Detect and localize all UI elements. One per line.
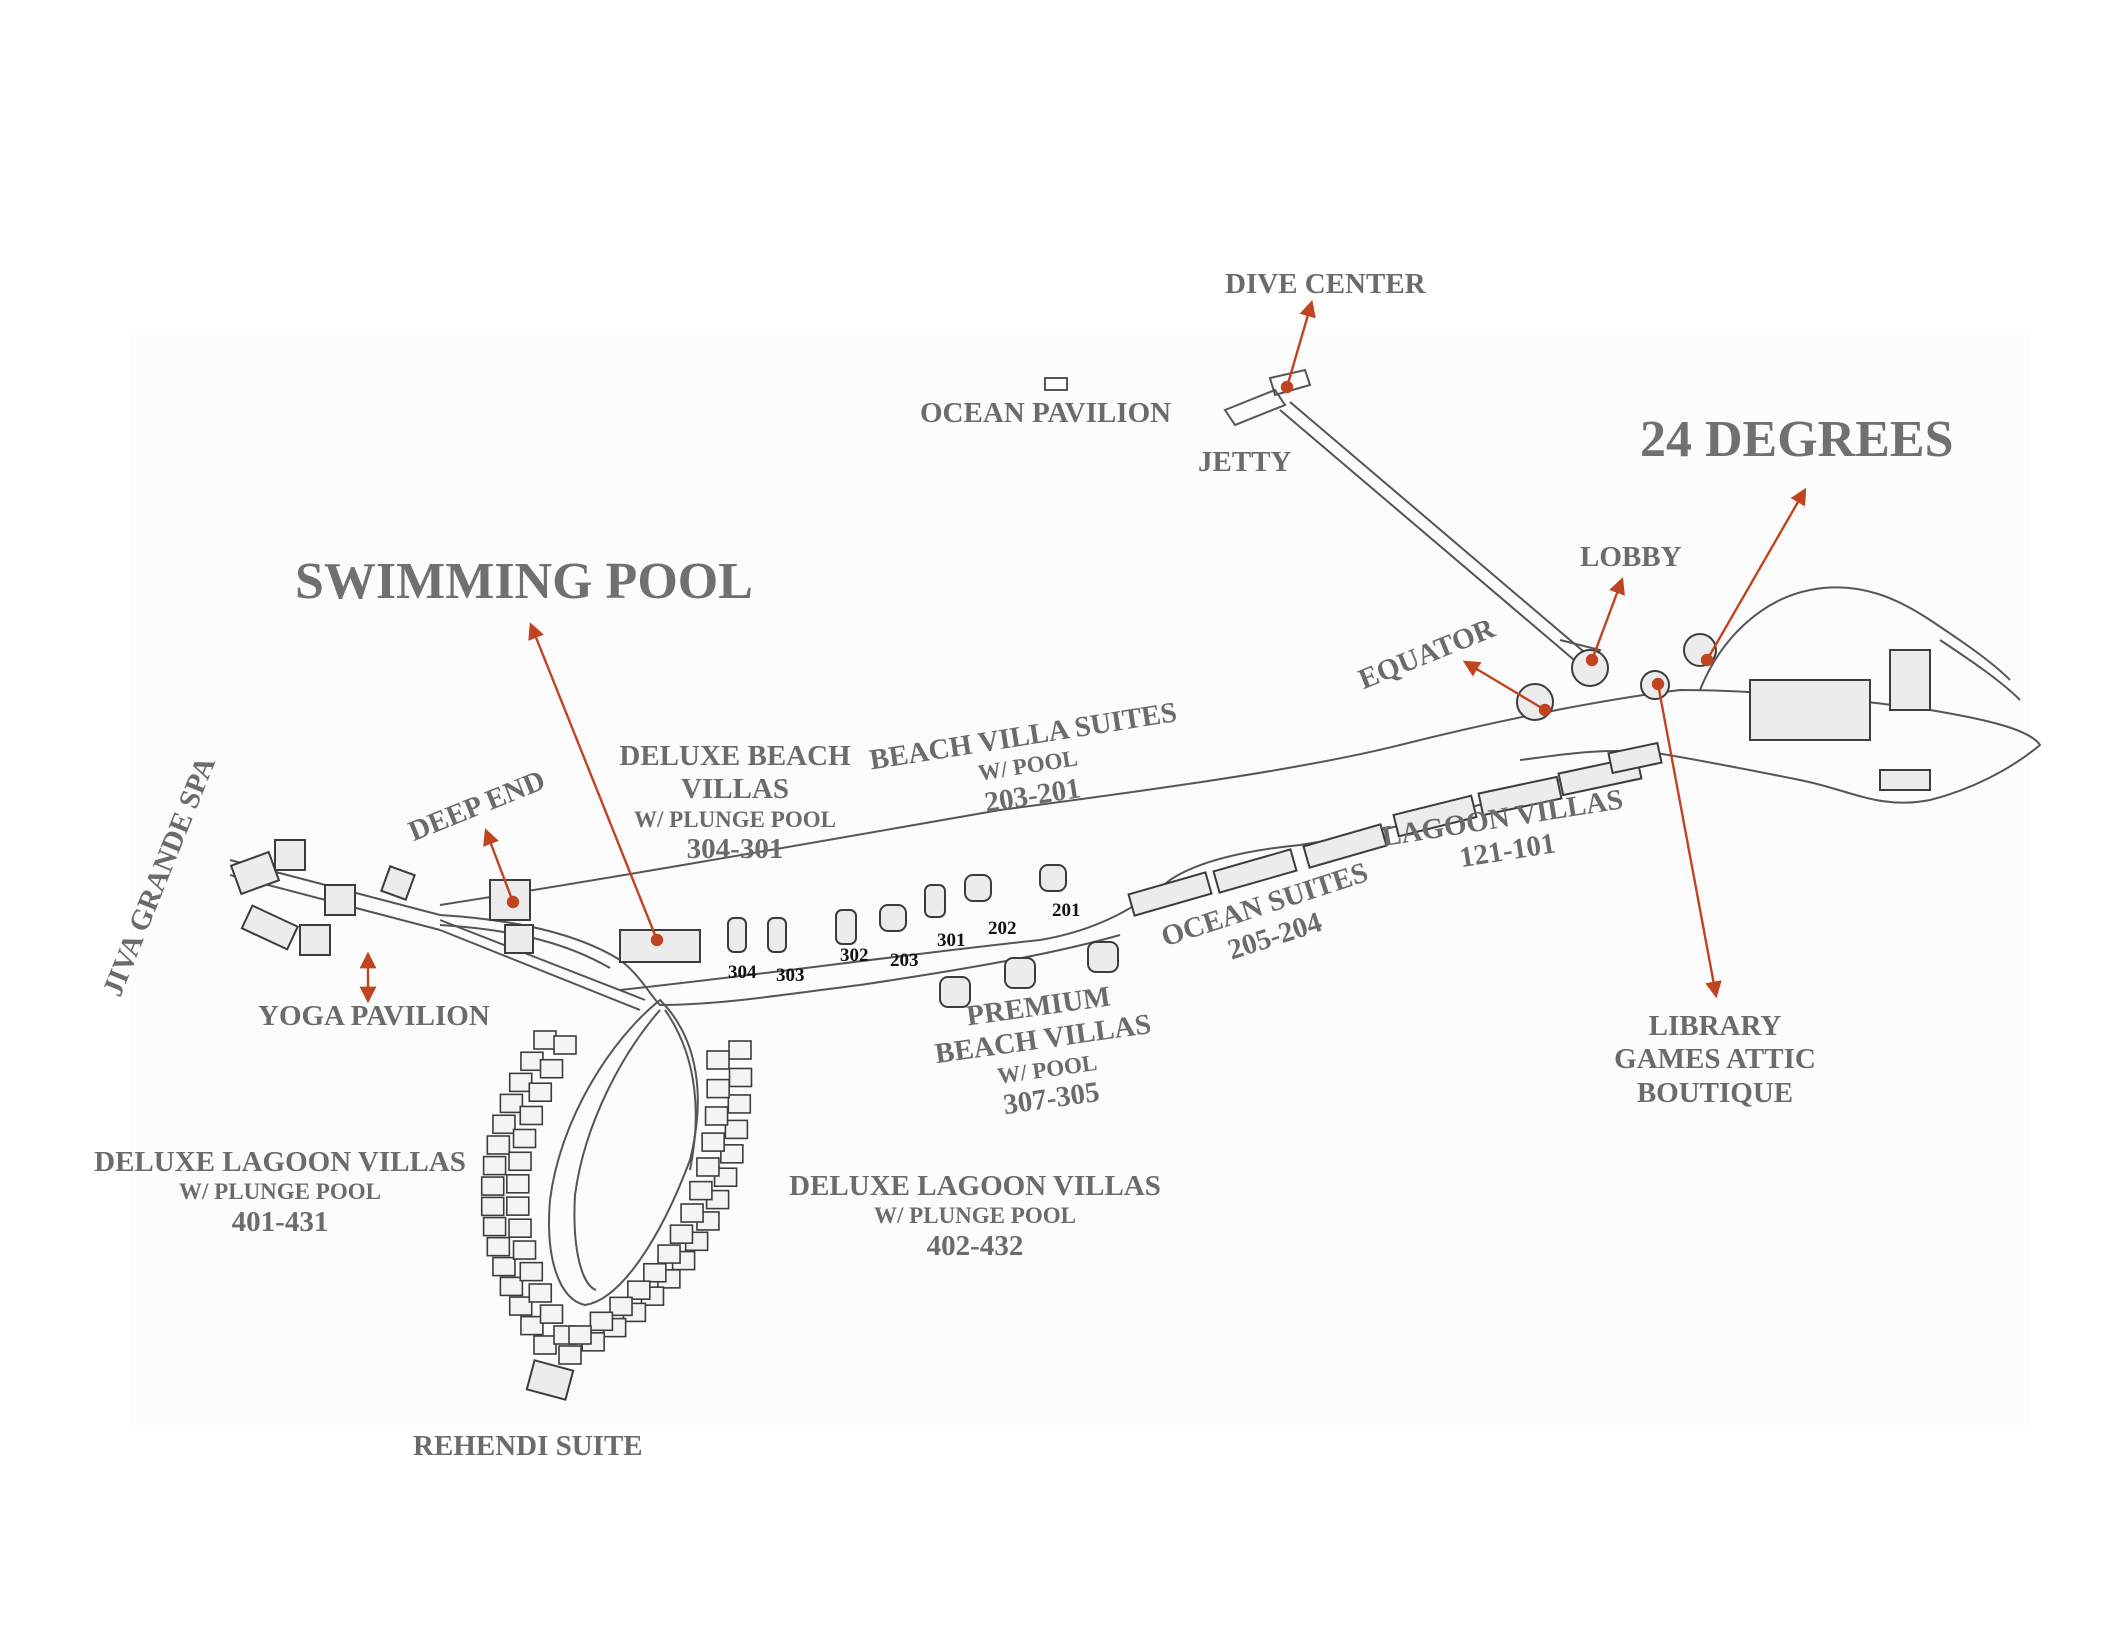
lagoon-villa-unit <box>482 1155 507 1176</box>
label-deluxe-beach-villas: DELUXE BEACH VILLAS W/ PLUNGE POOL 304-3… <box>615 740 855 866</box>
lagoon-villa-unit <box>508 1072 533 1093</box>
label-lobby: LOBBY <box>1580 541 1682 573</box>
deluxe-beach-line4: 304-301 <box>686 833 784 866</box>
lagoon-right-line1: DELUXE LAGOON VILLAS <box>789 1170 1161 1202</box>
lagoon-left-line1: DELUXE LAGOON VILLAS <box>94 1146 466 1178</box>
lagoon-villa-unit <box>669 1224 694 1244</box>
lagoon-villa-unit <box>519 1105 544 1126</box>
lagoon-villa-unit <box>512 1240 537 1260</box>
lagoon-villa-unit <box>627 1280 651 1300</box>
lagoon-villa-unit <box>492 1256 516 1277</box>
lagoon-villa-unit <box>657 1244 681 1264</box>
lagoon-villa-unit <box>728 1067 753 1088</box>
lagoon-villa-unit <box>533 1335 557 1355</box>
label-deluxe-lagoon-right: DELUXE LAGOON VILLAS W/ PLUNGE POOL 402-… <box>780 1170 1170 1263</box>
label-rehendi-suite: REHENDI SUITE <box>413 1430 643 1462</box>
lagoon-right-line2: W/ PLUNGE POOL <box>874 1203 1076 1229</box>
map-background <box>130 330 2030 1430</box>
lagoon-villa-unit <box>609 1296 633 1317</box>
lagoon-villa-unit <box>528 1283 553 1303</box>
library-line3: BOUTIQUE <box>1636 1076 1794 1109</box>
lagoon-villa-unit <box>508 1151 532 1172</box>
deluxe-beach-line2: VILLAS <box>681 773 789 806</box>
lagoon-villa-unit <box>539 1058 564 1079</box>
lagoon-villa-unit <box>558 1345 582 1365</box>
lagoon-villa-unit <box>528 1082 553 1103</box>
lagoon-villa-unit <box>539 1304 564 1324</box>
lagoon-villa-unit <box>492 1114 516 1135</box>
villa-number: 202 <box>988 918 1017 939</box>
lagoon-villa-unit <box>486 1135 511 1155</box>
lagoon-villa-unit <box>520 1315 544 1336</box>
lagoon-villa-unit <box>696 1157 720 1177</box>
lagoon-villa-unit <box>480 1176 505 1196</box>
lagoon-villa-unit <box>520 1051 544 1072</box>
lagoon-villa-unit <box>680 1203 704 1223</box>
lagoon-villa-unit <box>727 1094 752 1114</box>
lagoon-left-line2: W/ PLUNGE POOL <box>179 1179 381 1205</box>
lagoon-villa-unit <box>505 1196 530 1216</box>
lagoon-villa-unit <box>701 1132 725 1152</box>
label-swimming-pool: SWIMMING POOL <box>295 553 753 610</box>
lagoon-villa-unit <box>706 1050 730 1070</box>
label-library-block: LIBRARY GAMES ATTIC BOUTIQUE <box>1595 1010 1835 1110</box>
villa-number: 203 <box>890 950 919 971</box>
lagoon-villa-unit <box>713 1167 738 1188</box>
villa-number: 302 <box>840 945 869 966</box>
pointer-arrows <box>359 299 1807 1004</box>
lagoon-villa-unit <box>499 1276 524 1297</box>
label-ocean-pavilion: OCEAN PAVILION <box>920 397 1172 429</box>
lagoon-villa-unit <box>720 1144 744 1164</box>
label-jetty: JETTY <box>1198 446 1292 478</box>
villa-number: 201 <box>1052 900 1081 921</box>
villa-number: 301 <box>937 930 966 951</box>
lagoon-villa-unit <box>480 1196 505 1217</box>
label-24-degrees: 24 DEGREES <box>1640 411 1954 468</box>
villa-number: 304 <box>728 962 757 983</box>
lagoon-villa-unit <box>512 1128 537 1149</box>
lagoon-villa-unit <box>568 1325 592 1345</box>
label-deluxe-lagoon-left: DELUXE LAGOON VILLAS W/ PLUNGE POOL 401-… <box>85 1146 475 1239</box>
library-line1: LIBRARY <box>1648 1010 1782 1042</box>
lagoon-villa-unit <box>706 1078 730 1099</box>
label-yoga-pavilion: YOGA PAVILION <box>258 1000 490 1032</box>
lagoon-villa-unit <box>508 1296 533 1316</box>
lagoon-right-line3: 402-432 <box>926 1229 1024 1262</box>
lagoon-villa-unit <box>505 1174 530 1194</box>
lagoon-villa-unit <box>643 1262 667 1283</box>
lagoon-villa-unit <box>499 1093 524 1114</box>
lagoon-villa-unit <box>519 1261 544 1282</box>
villa-number: 303 <box>776 965 805 986</box>
deluxe-beach-line3: W/ PLUNGE POOL <box>634 806 836 832</box>
deluxe-beach-line1: DELUXE BEACH <box>619 740 851 772</box>
lagoon-villa-unit <box>508 1218 532 1238</box>
lagoon-villa-unit <box>553 1035 577 1055</box>
lagoon-villa-chains <box>480 1030 753 1365</box>
lagoon-left-line3: 401-431 <box>231 1205 329 1238</box>
lagoon-villa-unit <box>724 1119 749 1140</box>
lagoon-villa-unit <box>689 1180 713 1201</box>
lagoon-villa-unit <box>486 1236 511 1257</box>
lagoon-villa-unit <box>482 1216 507 1237</box>
lagoon-villa-unit <box>533 1030 557 1050</box>
library-line2: GAMES ATTIC <box>1614 1043 1816 1076</box>
lagoon-villa-unit <box>589 1311 614 1332</box>
lagoon-villa-unit <box>704 1106 729 1126</box>
buildings <box>229 633 1931 1401</box>
lagoon-villa-unit <box>728 1040 752 1060</box>
label-dive-center: DIVE CENTER <box>1225 268 1426 300</box>
